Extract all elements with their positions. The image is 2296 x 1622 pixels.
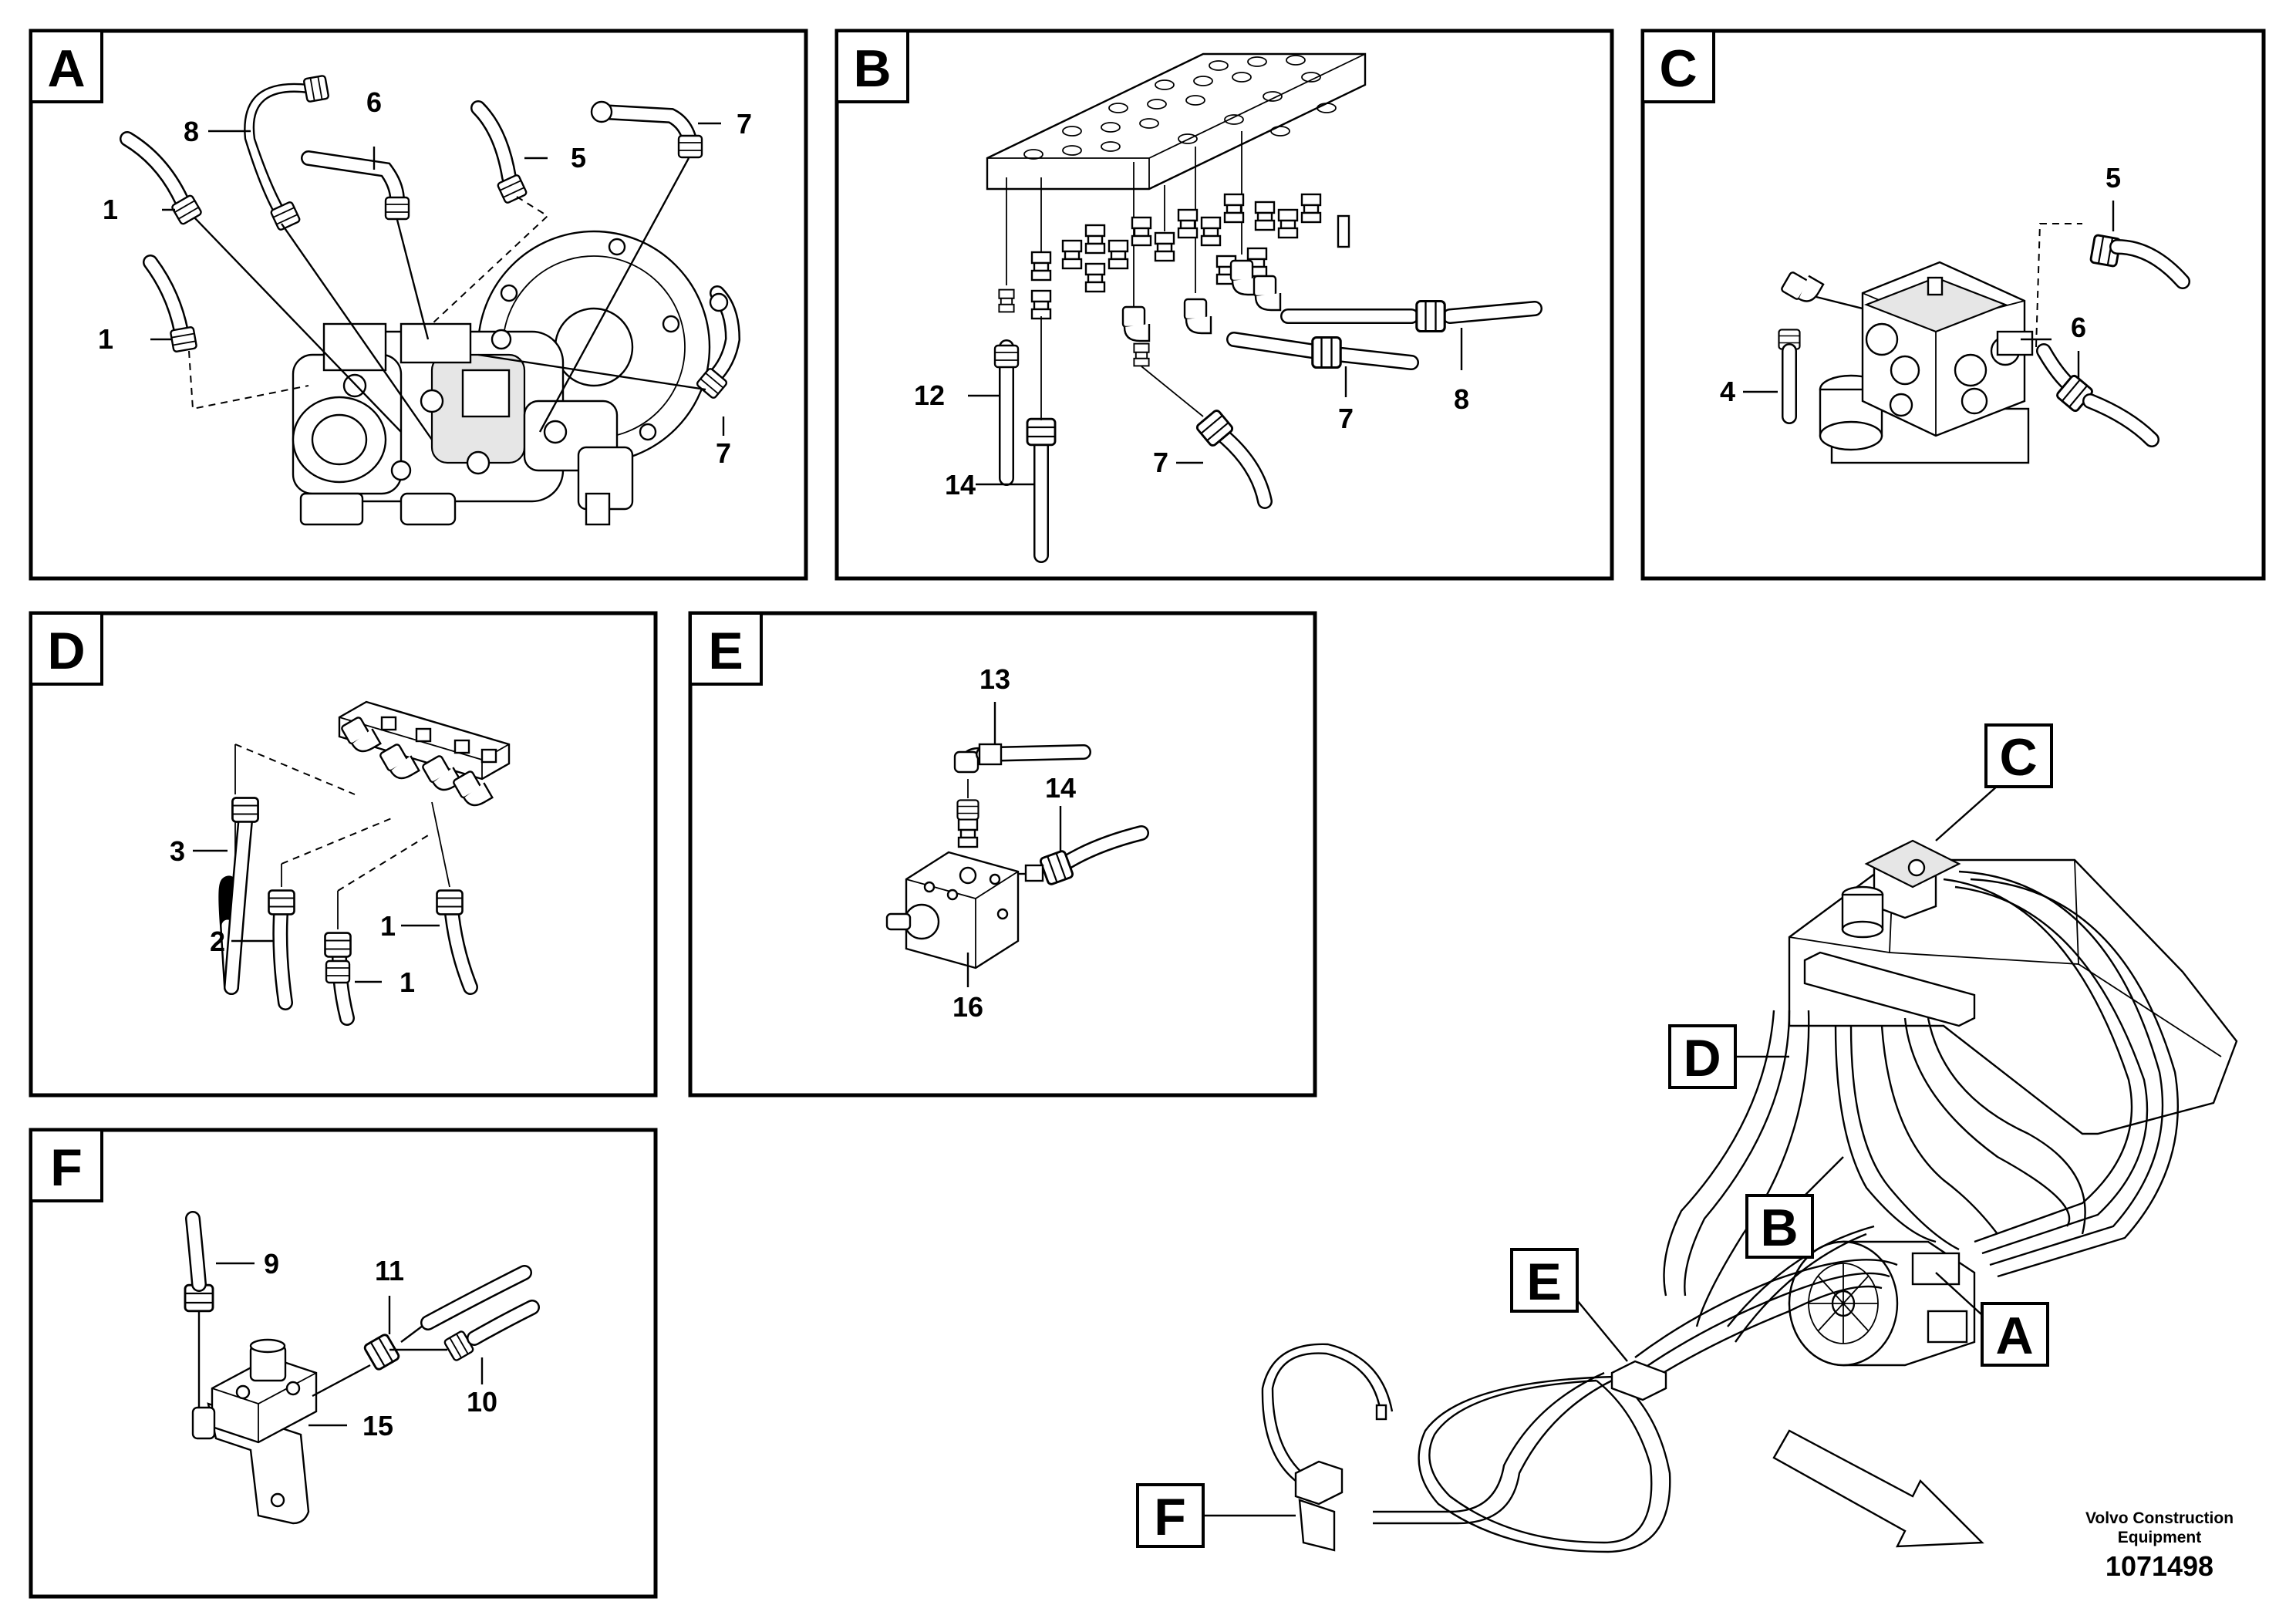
svg-text:B: B bbox=[1760, 1199, 1798, 1257]
panel-d: D bbox=[29, 611, 658, 1098]
panel-b-tag: B bbox=[853, 39, 891, 98]
panel-f-tag: F bbox=[50, 1138, 83, 1197]
callout-b-7-lower: 7 bbox=[1153, 447, 1168, 478]
overview-tag-d: D bbox=[1668, 1024, 1737, 1089]
callout-a-7-upper: 7 bbox=[737, 108, 752, 140]
svg-text:C: C bbox=[1999, 728, 2037, 787]
callout-e-16: 16 bbox=[952, 991, 983, 1023]
panel-d-tag: D bbox=[47, 622, 85, 680]
overview-tag-b: B bbox=[1745, 1194, 1814, 1259]
callout-c-4: 4 bbox=[1720, 376, 1735, 407]
callout-a-5: 5 bbox=[571, 142, 586, 174]
panel-b-fittings bbox=[998, 131, 1350, 367]
panel-e: E 13 14 16 bbox=[688, 611, 1317, 1098]
svg-text:A: A bbox=[1995, 1307, 2033, 1365]
callout-b-8: 8 bbox=[1454, 383, 1469, 415]
company-line-2: Equipment bbox=[2118, 1529, 2202, 1546]
callout-e-14: 14 bbox=[1045, 772, 1076, 804]
panel-a: A bbox=[29, 29, 808, 581]
panel-a-tag: A bbox=[47, 39, 85, 98]
callout-d-1-right: 1 bbox=[380, 910, 396, 942]
callout-f-15: 15 bbox=[362, 1410, 393, 1442]
callout-a-8: 8 bbox=[184, 116, 199, 147]
panel-c-tag: C bbox=[1659, 39, 1697, 98]
document-number: 1071498 bbox=[2106, 1550, 2213, 1582]
company-line-1: Volvo Construction bbox=[2085, 1509, 2234, 1527]
panel-c: C 5 6 4 bbox=[1640, 29, 2266, 581]
overview-tag-c: C bbox=[1984, 723, 2053, 788]
callout-d-1-lower: 1 bbox=[400, 966, 415, 998]
callout-f-9: 9 bbox=[264, 1248, 279, 1280]
panel-e-tag: E bbox=[708, 622, 743, 680]
callout-d-2: 2 bbox=[210, 926, 225, 957]
panel-a-pump-assembly bbox=[292, 230, 711, 526]
svg-text:D: D bbox=[1683, 1029, 1721, 1088]
svg-text:F: F bbox=[1154, 1488, 1186, 1546]
callout-a-1-upper: 1 bbox=[103, 194, 118, 225]
panel-b: B bbox=[834, 29, 1614, 581]
panel-f-bracket-valve bbox=[191, 1338, 318, 1525]
callout-a-6: 6 bbox=[366, 86, 382, 118]
panel-d-manifold bbox=[338, 700, 511, 812]
callout-c-6: 6 bbox=[2071, 312, 2086, 343]
panel-e-valve-block bbox=[885, 851, 1020, 969]
panel-c-valve-block bbox=[1819, 261, 2034, 464]
overview-tag-f: F bbox=[1136, 1483, 1205, 1548]
overview-tag-e: E bbox=[1510, 1248, 1579, 1313]
callout-a-1-lower: 1 bbox=[98, 323, 113, 355]
callout-f-11: 11 bbox=[375, 1255, 404, 1286]
callout-e-13: 13 bbox=[979, 663, 1010, 695]
callout-c-5: 5 bbox=[2106, 162, 2121, 194]
overview-assembly bbox=[1203, 778, 2238, 1553]
callout-f-10: 10 bbox=[467, 1386, 497, 1418]
callout-b-14: 14 bbox=[945, 469, 976, 501]
callout-b-7-upper: 7 bbox=[1338, 403, 1354, 434]
svg-text:E: E bbox=[1526, 1253, 1561, 1311]
panel-b-manifold-plate bbox=[986, 52, 1367, 191]
panel-f: F 9 11 10 15 bbox=[29, 1128, 658, 1599]
overview-tag-a: A bbox=[1981, 1302, 2049, 1367]
callout-a-7-lower: 7 bbox=[716, 437, 731, 469]
callout-b-12: 12 bbox=[914, 379, 945, 411]
callout-d-3: 3 bbox=[170, 835, 185, 867]
